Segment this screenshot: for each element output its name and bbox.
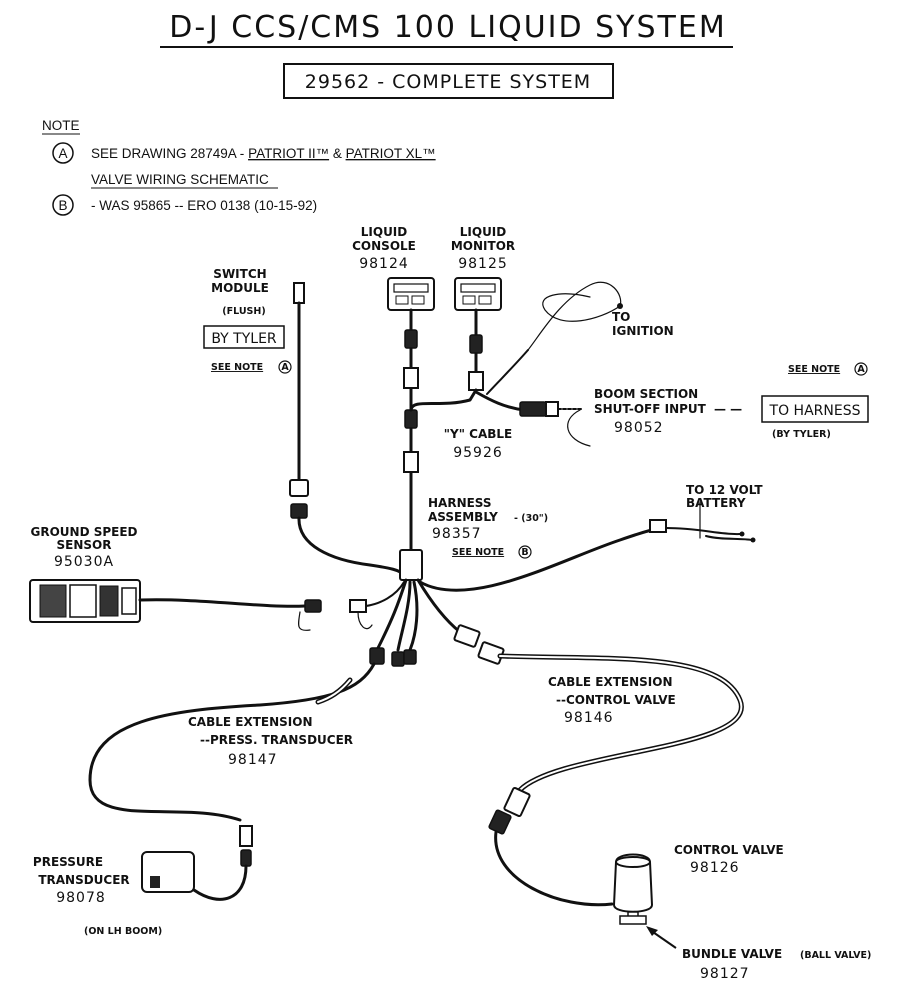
- note-a-text: SEE DRAWING 28749A - PATRIOT II™ & PATRI…: [91, 146, 436, 161]
- svg-text:MONITOR: MONITOR: [451, 239, 515, 253]
- boom-part-number: 98052: [614, 420, 664, 436]
- svg-text:ASSEMBLY: ASSEMBLY: [428, 510, 498, 524]
- patriot-xl-link: PATRIOT XL™: [346, 146, 436, 161]
- control-valve-part-number: 98126: [690, 860, 740, 876]
- svg-text:CABLE EXTENSION: CABLE EXTENSION: [188, 715, 313, 729]
- note-a-marker: A: [58, 146, 67, 161]
- svg-text:HARNESS: HARNESS: [428, 496, 492, 510]
- subtitle: 29562 - COMPLETE SYSTEM: [305, 71, 591, 93]
- svg-text:CONTROL VALVE: CONTROL VALVE: [674, 843, 784, 857]
- switch-module: SWITCH MODULE (FLUSH) BY TYLER SEE NOTE …: [203, 267, 292, 374]
- svg-text:A: A: [857, 364, 865, 375]
- control-valve: CONTROL VALVE 98126: [612, 843, 784, 925]
- svg-text:GROUND SPEED: GROUND SPEED: [30, 525, 137, 539]
- svg-text:LIQUID: LIQUID: [460, 225, 507, 239]
- battery-label: TO 12 VOLT BATTERY: [686, 483, 763, 510]
- bundle-valve-part-number: 98127: [700, 966, 750, 982]
- svg-text:BATTERY: BATTERY: [686, 496, 746, 510]
- monitor-part-number: 98125: [458, 256, 508, 272]
- svg-text:(FLUSH): (FLUSH): [222, 306, 265, 317]
- svg-text:PRESSURE: PRESSURE: [33, 855, 103, 869]
- svg-text:SENSOR: SENSOR: [57, 538, 112, 552]
- note-a-line2: VALVE WIRING SCHEMATIC: [91, 172, 269, 187]
- note-b-marker: B: [58, 198, 67, 213]
- svg-text:TO 12 VOLT: TO 12 VOLT: [686, 483, 763, 497]
- bundle-valve: BUNDLE VALVE (BALL VALVE) 98127: [682, 947, 871, 982]
- control-extension-label: CABLE EXTENSION --CONTROL VALVE 98146: [548, 675, 676, 726]
- svg-text:IGNITION: IGNITION: [612, 324, 674, 338]
- y-cable-part-number: 95926: [453, 445, 503, 461]
- note-heading: NOTE: [42, 118, 80, 133]
- svg-text:B: B: [521, 547, 528, 558]
- boom-section: BOOM SECTION SHUT-OFF INPUT — — 98052 SE…: [594, 362, 869, 440]
- diagram-title: D-J CCS/CMS 100 LIQUID SYSTEM: [169, 10, 726, 45]
- svg-text:CONSOLE: CONSOLE: [352, 239, 416, 253]
- svg-text:SEE NOTE: SEE NOTE: [211, 362, 263, 373]
- harness-assembly: HARNESS ASSEMBLY - (30") 98357 SEE NOTE …: [428, 496, 548, 559]
- patriot-ii-link: PATRIOT II™: [248, 146, 329, 161]
- ignition-label: TO IGNITION: [612, 310, 674, 338]
- harness-part-number: 98357: [432, 526, 482, 542]
- svg-text:--CONTROL VALVE: --CONTROL VALVE: [556, 693, 676, 707]
- y-cable: "Y" CABLE 95926: [444, 427, 512, 461]
- svg-text:- (30"): - (30"): [514, 513, 548, 524]
- note-b: B - WAS 95865 -- ERO 0138 (10-15-92): [52, 194, 317, 216]
- svg-text:CABLE EXTENSION: CABLE EXTENSION: [548, 675, 673, 689]
- svg-text:TRANSDUCER: TRANSDUCER: [38, 873, 129, 887]
- control-extension-part-number: 98146: [564, 710, 614, 726]
- to-harness-label: TO HARNESS: [769, 403, 861, 419]
- svg-text:MODULE: MODULE: [211, 281, 269, 295]
- svg-text:SWITCH: SWITCH: [213, 267, 266, 281]
- svg-text:BUNDLE VALVE: BUNDLE VALVE: [682, 947, 782, 961]
- ground-speed-sensor: GROUND SPEED SENSOR 95030A: [29, 525, 141, 623]
- liquid-monitor: LIQUID MONITOR 98125: [451, 225, 515, 311]
- svg-text:SHUT-OFF INPUT: SHUT-OFF INPUT: [594, 402, 707, 416]
- svg-text:--PRESS. TRANSDUCER: --PRESS. TRANSDUCER: [200, 733, 353, 747]
- by-tyler-label: BY TYLER: [211, 331, 277, 347]
- pressure-transducer: PRESSURE TRANSDUCER 98078 (ON LH BOOM): [33, 851, 195, 937]
- ground-speed-part-number: 95030A: [54, 554, 114, 570]
- svg-text:(BY TYLER): (BY TYLER): [772, 429, 831, 440]
- note-b-text: - WAS 95865 -- ERO 0138 (10-15-92): [91, 198, 317, 213]
- svg-text:BOOM SECTION: BOOM SECTION: [594, 387, 698, 401]
- svg-text:(BALL VALVE): (BALL VALVE): [800, 950, 871, 961]
- console-part-number: 98124: [359, 256, 409, 272]
- svg-text:A: A: [281, 362, 289, 373]
- note-a: A SEE DRAWING 28749A - PATRIOT II™ & PAT…: [52, 142, 436, 189]
- svg-text:"Y" CABLE: "Y" CABLE: [444, 427, 512, 441]
- subtitle-box: [283, 63, 614, 99]
- svg-text:SEE NOTE: SEE NOTE: [788, 364, 840, 375]
- svg-text:TO: TO: [612, 310, 630, 324]
- svg-text:LIQUID: LIQUID: [361, 225, 408, 239]
- svg-text:— —: — —: [714, 402, 742, 416]
- pressure-extension-part-number: 98147: [228, 752, 278, 768]
- liquid-console: LIQUID CONSOLE 98124: [352, 225, 435, 311]
- pressure-part-number: 98078: [56, 890, 106, 906]
- svg-text:SEE NOTE: SEE NOTE: [452, 547, 504, 558]
- pressure-extension-label: CABLE EXTENSION --PRESS. TRANSDUCER 9814…: [188, 715, 353, 768]
- svg-text:(ON LH BOOM): (ON LH BOOM): [84, 926, 162, 937]
